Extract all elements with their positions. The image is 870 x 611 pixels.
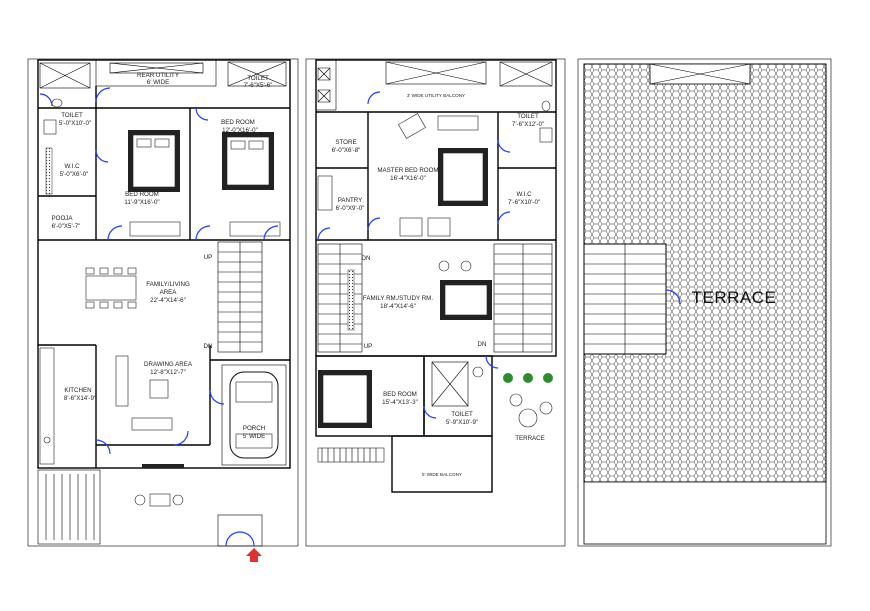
first-toilet2-label: TOILET bbox=[451, 411, 473, 418]
bed-room-left-dim: 11'-9"X16'-0" bbox=[124, 199, 159, 206]
first-family-label: FAMILY RM./STUDY RM. bbox=[363, 295, 433, 302]
first-plot-boundary bbox=[305, 58, 566, 547]
roof-terrace-label: TERRACE bbox=[692, 288, 777, 307]
wic-label: W.I.C bbox=[64, 163, 80, 170]
drawing-label: DRAWING AREA bbox=[144, 361, 193, 368]
pantry-dim: 6'-0"X9'-0" bbox=[336, 205, 365, 212]
roof-plot-boundary bbox=[577, 58, 832, 547]
first-toilet-label: TOILET bbox=[517, 113, 539, 120]
toilet-rear-label: TOILET bbox=[247, 75, 269, 82]
utility-balcony-label: 3' WIDE UTILITY BALCONY bbox=[407, 93, 465, 98]
pantry-label: PANTRY bbox=[338, 197, 363, 204]
rear-utility-label: REAR UTILITY bbox=[137, 72, 179, 79]
entry-arrow-icon bbox=[246, 548, 262, 562]
first-floor-plan: 3' WIDE UTILITY BALCONY TOILET 7'-6"X12'… bbox=[305, 58, 566, 547]
first-terrace-label: TERRACE bbox=[515, 435, 545, 442]
first-dn-top-label: DN bbox=[362, 255, 371, 262]
family-label-2: AREA bbox=[160, 289, 178, 296]
bed-room-right-label: BED ROOM bbox=[221, 119, 255, 126]
first-bed-room-label: BED ROOM bbox=[383, 391, 417, 398]
toilet-left-label: TOILET bbox=[61, 112, 83, 119]
ground-dn-label: DN bbox=[204, 343, 213, 350]
store-label: STORE bbox=[335, 139, 356, 146]
ground-floor-plan: REAR UTILITY 6' WIDE TOILET 7'-6"X5'-6" … bbox=[27, 58, 299, 562]
first-up-label: UP bbox=[364, 343, 373, 350]
ground-up-label: UP bbox=[204, 254, 213, 261]
roof-plan: TERRACE bbox=[577, 58, 832, 547]
porch-dim: 5' WIDE bbox=[243, 433, 266, 440]
drawing-dim: 12'-8"X12'-7" bbox=[150, 369, 186, 376]
bed-room-right-dim: 12'-0"X16'-0" bbox=[222, 127, 258, 134]
first-family-dim: 18'-4"X14'-6" bbox=[380, 303, 416, 310]
pooja-dim: 6'-0"X5'-7" bbox=[52, 223, 81, 230]
master-label: MASTER BED ROOM bbox=[377, 167, 438, 174]
first-wic-label: W.I.C bbox=[516, 191, 532, 198]
kitchen-label: KITCHEN bbox=[64, 387, 91, 394]
porch-label: PORCH bbox=[243, 425, 265, 432]
family-label: FAMILY/LIVING bbox=[146, 281, 190, 288]
wic-dim: 5'-0"X6'-0" bbox=[60, 171, 89, 178]
store-dim: 6'-0"X6'-8" bbox=[332, 147, 361, 154]
first-wic-dim: 7'-6"X10'-0" bbox=[508, 199, 540, 206]
pooja-label: POOJA bbox=[52, 215, 74, 222]
family-dim: 22'-4"X14'-6" bbox=[150, 297, 186, 304]
toilet-left-dim: 5'-0"X10'-0" bbox=[59, 120, 91, 127]
first-toilet2-dim: 5'-9"X10'-9" bbox=[446, 419, 478, 426]
bed-room-left-label: BED ROOM bbox=[125, 191, 159, 198]
rear-utility-width: 6' WIDE bbox=[147, 79, 170, 86]
ground-plot-boundary bbox=[27, 58, 299, 547]
toilet-rear-dim: 7'-6"X5'-6" bbox=[244, 82, 273, 89]
first-toilet-dim: 7'-6"X12'-0" bbox=[512, 121, 544, 128]
first-dn-label: DN bbox=[478, 341, 487, 348]
balcony-label: 5' WIDE BALCONY bbox=[422, 472, 462, 477]
first-bed-room-dim: 15'-4"X13'-3" bbox=[382, 399, 418, 406]
kitchen-dim: 8'-6"X14'-9" bbox=[64, 395, 96, 402]
master-dim: 16'-4"X16'-0" bbox=[390, 175, 426, 182]
